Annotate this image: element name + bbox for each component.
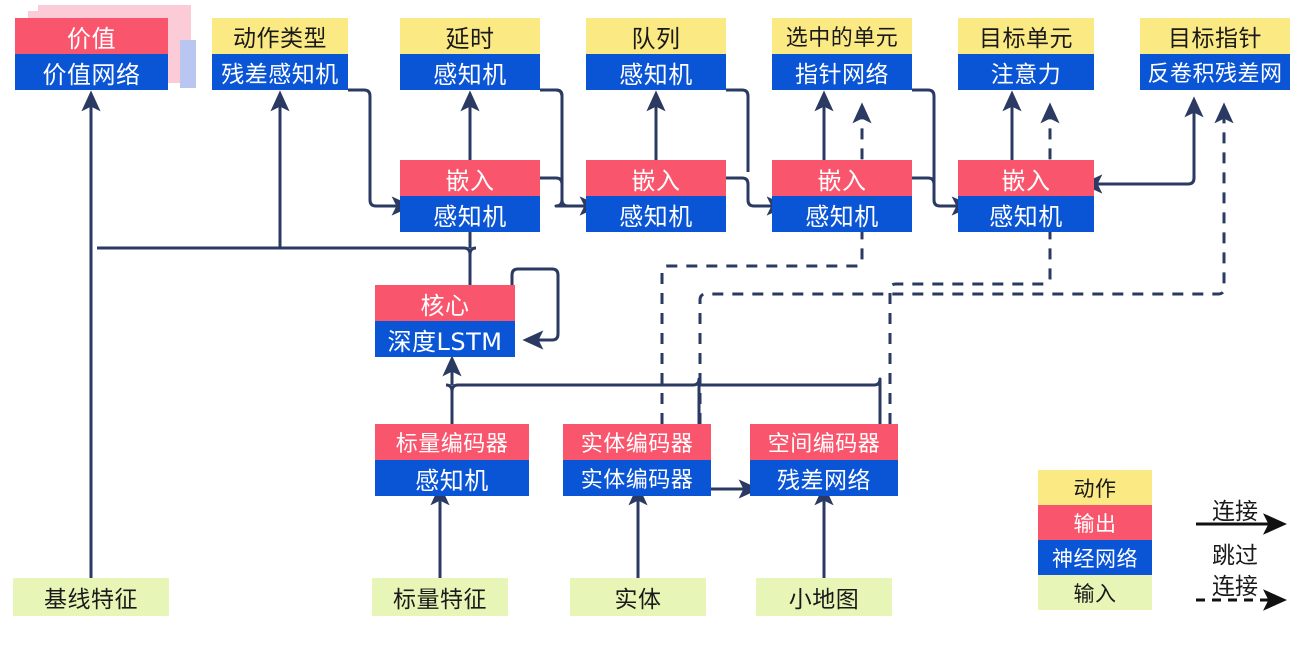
node-value-network-label: 价值网络 bbox=[15, 54, 168, 90]
node-target-unit-network-label: 注意力 bbox=[958, 54, 1094, 90]
node-spatial-encoder[interactable]: 空间编码器 残差网络 bbox=[750, 424, 898, 496]
legend-skip-label-line1: 跳过 bbox=[1212, 543, 1258, 569]
node-scalar-encoder-network-label: 感知机 bbox=[375, 460, 529, 496]
node-embed-4-label: 嵌入 bbox=[958, 160, 1094, 196]
node-selected-units[interactable]: 选中的单元 指针网络 bbox=[772, 18, 912, 90]
node-input-entities[interactable]: 实体 bbox=[570, 578, 706, 616]
node-core[interactable]: 核心 深度LSTM bbox=[375, 285, 515, 357]
node-core-network-label: 深度LSTM bbox=[375, 321, 515, 357]
wire-selectedunits-to-embed4 bbox=[912, 88, 973, 216]
node-input-scalar-features[interactable]: 标量特征 bbox=[372, 578, 508, 616]
node-input-scalar-features-label: 标量特征 bbox=[372, 578, 508, 616]
node-embed-1-label: 嵌入 bbox=[400, 160, 540, 196]
node-entity-encoder-network-label: 实体编码器 bbox=[563, 460, 711, 496]
node-queue-label: 队列 bbox=[586, 18, 726, 54]
legend-skip-label-line2: 连接 bbox=[1212, 574, 1258, 600]
node-embed-1-network-label: 感知机 bbox=[400, 196, 540, 232]
node-embed-4[interactable]: 嵌入 感知机 bbox=[958, 160, 1094, 232]
node-scalar-encoder-label: 标量编码器 bbox=[375, 424, 529, 460]
wire-actiontype-to-embed1 bbox=[348, 88, 413, 216]
wire-core-recurrent-loop bbox=[510, 267, 560, 350]
wire-embed3-right bbox=[912, 176, 936, 200]
node-target-pointer-network-label: 反卷积残差网 bbox=[1140, 54, 1290, 90]
value-shadow-blue bbox=[180, 40, 196, 88]
node-embed-2-label: 嵌入 bbox=[586, 160, 726, 196]
node-selected-units-label: 选中的单元 bbox=[772, 18, 912, 54]
wire-queue-down bbox=[726, 88, 750, 172]
node-delay-label: 延时 bbox=[400, 18, 540, 54]
wire-delay-down bbox=[540, 88, 564, 172]
legend-connection-label: 连接 bbox=[1212, 499, 1258, 525]
wire-embed1-to-embed2 bbox=[540, 176, 601, 216]
node-target-unit[interactable]: 目标单元 注意力 bbox=[958, 18, 1094, 90]
node-value-output-label: 价值 bbox=[15, 18, 168, 54]
node-input-minimap[interactable]: 小地图 bbox=[756, 578, 892, 616]
node-spatial-encoder-network-label: 残差网络 bbox=[750, 460, 898, 496]
node-embed-3[interactable]: 嵌入 感知机 bbox=[772, 160, 912, 232]
wire-actiontype-to-embed1-route bbox=[540, 88, 589, 208]
node-action-type[interactable]: 动作类型 残差感知机 bbox=[212, 18, 348, 90]
node-value[interactable]: 价值 价值网络 bbox=[15, 18, 168, 90]
node-action-type-network-label: 残差感知机 bbox=[212, 54, 348, 90]
node-delay-network-label: 感知机 bbox=[400, 54, 540, 90]
node-queue[interactable]: 队列 感知机 bbox=[586, 18, 726, 90]
wire-embed2-to-embed3 bbox=[726, 176, 788, 216]
node-embed-3-label: 嵌入 bbox=[772, 160, 912, 196]
node-spatial-encoder-label: 空间编码器 bbox=[750, 424, 898, 460]
wire-encoderbus-right bbox=[699, 377, 882, 424]
node-scalar-encoder[interactable]: 标量编码器 感知机 bbox=[375, 424, 529, 496]
node-target-pointer[interactable]: 目标指针 反卷积残差网 bbox=[1140, 18, 1290, 90]
node-input-entities-label: 实体 bbox=[570, 578, 706, 616]
node-entity-encoder-label: 实体编码器 bbox=[563, 424, 711, 460]
node-input-minimap-label: 小地图 bbox=[756, 578, 892, 616]
node-entity-encoder[interactable]: 实体编码器 实体编码器 bbox=[563, 424, 711, 496]
node-action-type-label: 动作类型 bbox=[212, 18, 348, 54]
node-embed-1[interactable]: 嵌入 感知机 bbox=[400, 160, 540, 232]
legend-swatch-neural-network: 神经网络 bbox=[1038, 540, 1152, 575]
node-input-baseline-features-label: 基线特征 bbox=[13, 578, 169, 616]
node-delay[interactable]: 延时 感知机 bbox=[400, 18, 540, 90]
node-embed-2-network-label: 感知机 bbox=[586, 196, 726, 232]
legend-swatch-stack: 动作 输出 神经网络 输入 bbox=[1038, 470, 1152, 610]
node-input-baseline-features[interactable]: 基线特征 bbox=[13, 578, 169, 616]
node-embed-4-network-label: 感知机 bbox=[958, 196, 1094, 232]
node-embed-3-network-label: 感知机 bbox=[772, 196, 912, 232]
node-embed-2[interactable]: 嵌入 感知机 bbox=[586, 160, 726, 232]
node-core-label: 核心 bbox=[375, 285, 515, 321]
node-target-unit-label: 目标单元 bbox=[958, 18, 1094, 54]
wire-core-bus-left bbox=[97, 246, 472, 285]
node-target-pointer-label: 目标指针 bbox=[1140, 18, 1290, 54]
wire-deconv-to-embed4 bbox=[1081, 103, 1196, 194]
node-selected-units-network-label: 指针网络 bbox=[772, 54, 912, 90]
legend-swatch-input: 输入 bbox=[1038, 575, 1152, 610]
node-queue-network-label: 感知机 bbox=[586, 54, 726, 90]
legend-swatch-output: 输出 bbox=[1038, 505, 1152, 540]
legend-swatch-action: 动作 bbox=[1038, 470, 1152, 505]
wire-encoderbus-left bbox=[450, 377, 701, 424]
